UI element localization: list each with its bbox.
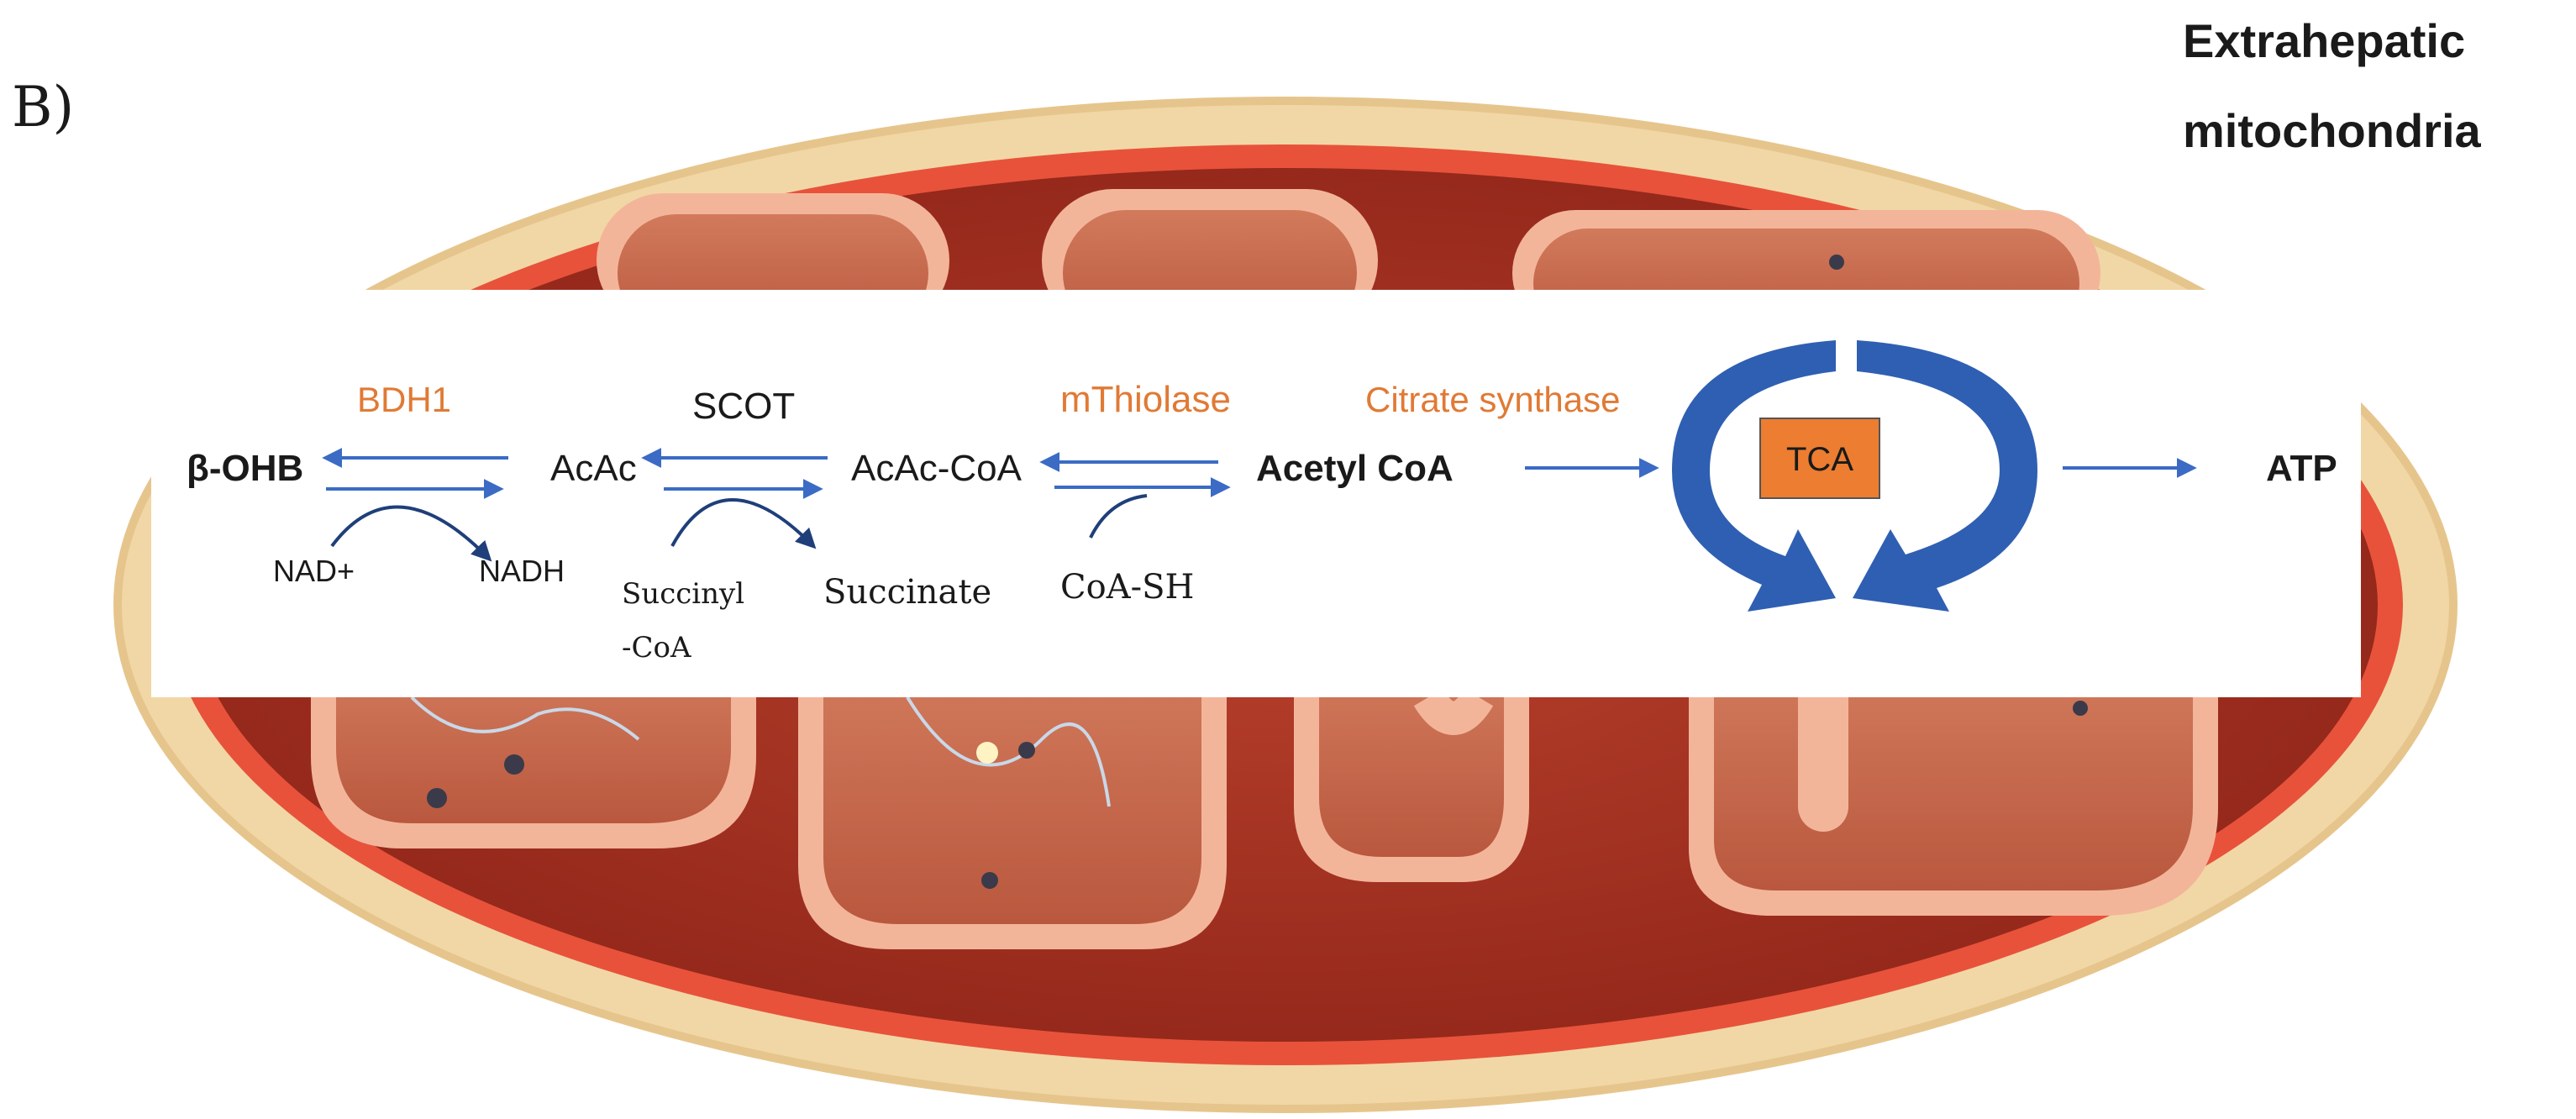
metabolite-acetyl-coa: Acetyl CoA: [1256, 448, 1454, 489]
metabolite-acac: AcAc: [550, 448, 637, 489]
metabolite-acac-coa: AcAc-CoA: [851, 448, 1023, 489]
metabolite-atp: ATP: [2266, 448, 2337, 489]
enzyme-scot: SCOT: [692, 386, 795, 427]
panel-label: B): [12, 75, 74, 139]
cofactor-nad: NAD+: [273, 554, 355, 588]
arrow-nad-to-nadh: [330, 505, 492, 562]
enzyme-citrate-synthase: Citrate synthase: [1365, 380, 1620, 419]
cofactor-succinyl-coa: Succinyl -CoA: [622, 577, 754, 665]
arrow-succinylcoa-to-succinate: [670, 498, 817, 549]
tca-box: [1759, 418, 1880, 499]
cofactor-succinyl-line-1: Succinyl: [622, 577, 744, 611]
tca-cycle: TCA: [1672, 340, 2037, 612]
tca-label: TCA: [1786, 441, 1853, 478]
metabolite-bohb: β-OHB: [187, 448, 303, 489]
tca-cycle-arrow-right: [1853, 340, 2037, 612]
arrow-coash-input: [1089, 494, 1148, 538]
figure-title-line-1: Extrahepatic: [2183, 14, 2465, 67]
cofactor-succinate: Succinate: [823, 573, 991, 612]
figure-title-line-2: mitochondria: [2183, 104, 2482, 157]
figure-title: Extrahepatic mitochondria: [2183, 14, 2482, 157]
cofactor-coash: CoA-SH: [1060, 568, 1194, 607]
pathway-panel: [151, 290, 2361, 697]
cristae-lower: [311, 664, 2218, 949]
ketone-pathway: BDH1 SCOT mThiolase Citrate synthase β-O…: [187, 340, 2337, 665]
cofactor-succinyl-line-2: -CoA: [622, 631, 691, 665]
enzyme-mthiolase: mThiolase: [1060, 379, 1231, 420]
tca-cycle-arrow-left: [1672, 340, 1836, 612]
cofactor-nadh: NADH: [479, 554, 565, 588]
enzyme-bdh1: BDH1: [357, 380, 451, 419]
